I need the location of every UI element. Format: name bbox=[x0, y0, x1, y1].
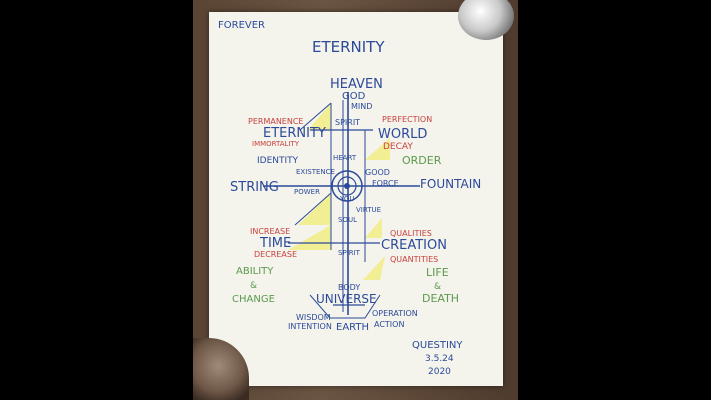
label-fountain: FOUNTAIN bbox=[420, 177, 481, 191]
label-order: ORDER bbox=[402, 154, 442, 167]
label-signature: QUESTINY bbox=[412, 340, 463, 351]
label-change: CHANGE bbox=[232, 294, 275, 305]
label-title: ETERNITY bbox=[312, 38, 385, 56]
center-circle-inner bbox=[337, 176, 357, 196]
highlight-upper-right bbox=[365, 138, 390, 160]
label-force: FORCE bbox=[372, 179, 399, 188]
label-immortality: IMMORTALITY bbox=[252, 140, 300, 148]
label-ability: ABILITY bbox=[236, 266, 274, 277]
label-decrease: DECREASE bbox=[254, 250, 297, 259]
crystal-ball bbox=[458, 0, 514, 40]
label-string: STRING bbox=[230, 180, 279, 195]
label-earth: EARTH bbox=[336, 322, 369, 333]
label-life: LIFE bbox=[426, 266, 449, 279]
label-mind: MIND bbox=[351, 102, 372, 111]
highlight-mid-right bbox=[365, 218, 382, 238]
label-date-1: 3.5.24 bbox=[425, 354, 454, 364]
label-time: TIME bbox=[259, 236, 291, 251]
label-soul: SOUL bbox=[338, 216, 357, 224]
center-circle-outer bbox=[331, 170, 363, 202]
label-good: GOOD bbox=[365, 168, 390, 177]
label-wisdom: WISDOM bbox=[296, 313, 331, 322]
label-spirit: SPIRIT bbox=[335, 118, 360, 127]
label-existence: EXISTENCE bbox=[296, 168, 335, 176]
paper-sheet bbox=[209, 12, 503, 386]
label-identity: IDENTITY bbox=[257, 156, 299, 166]
label-forever: FOREVER bbox=[218, 20, 265, 31]
center-dot bbox=[344, 183, 350, 189]
label-spirit-lower: SPIRIT bbox=[338, 249, 361, 257]
label-and-2: & bbox=[434, 282, 441, 292]
label-eternity: ETERNITY bbox=[263, 126, 326, 141]
label-universe: UNIVERSE bbox=[316, 292, 377, 306]
label-creation: CREATION bbox=[381, 238, 447, 253]
highlight-low-left bbox=[288, 225, 331, 250]
label-body: BODY bbox=[338, 283, 360, 292]
label-perfection: PERFECTION bbox=[382, 115, 432, 124]
label-decay: DECAY bbox=[383, 142, 413, 152]
label-power: POWER bbox=[294, 188, 320, 196]
label-intention: INTENTION bbox=[288, 322, 332, 331]
label-and-1: & bbox=[250, 281, 257, 291]
label-center: YOU bbox=[339, 195, 355, 203]
label-virtue: VIRTUE bbox=[356, 206, 381, 214]
label-heaven: HEAVEN bbox=[330, 77, 383, 92]
highlight-upper-left bbox=[308, 103, 331, 130]
label-world: WORLD bbox=[378, 127, 427, 142]
label-god: GOD bbox=[342, 91, 366, 102]
label-qualities: QUALITIES bbox=[390, 229, 432, 238]
label-increase: INCREASE bbox=[250, 227, 290, 236]
label-death: DEATH bbox=[422, 292, 459, 305]
label-heart: HEART bbox=[333, 154, 357, 162]
label-date-2: 2020 bbox=[428, 367, 451, 377]
label-permanence: PERMANENCE bbox=[248, 117, 303, 126]
label-operation: OPERATION bbox=[372, 309, 418, 318]
label-quantities: QUANTITIES bbox=[390, 255, 438, 264]
highlight-low-right bbox=[363, 256, 385, 280]
label-action: ACTION bbox=[374, 320, 404, 329]
